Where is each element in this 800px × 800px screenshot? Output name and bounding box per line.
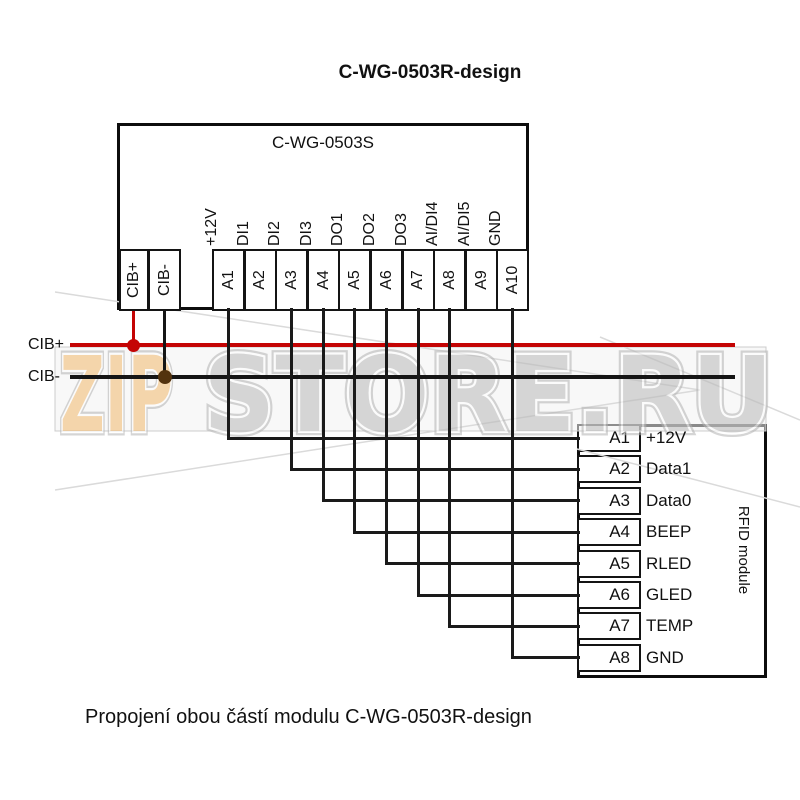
cib-minus-label: CIB- <box>28 368 60 385</box>
cib-minus-junction-dot <box>157 369 172 384</box>
main-terminal-label: A8 <box>440 270 458 290</box>
rfid-signal-label-data0: Data0 <box>646 490 692 510</box>
main-terminal-label: A4 <box>314 270 332 290</box>
rfid-module-name: RFID module <box>735 505 752 595</box>
main-pin-label-di3: DI3 <box>297 221 315 246</box>
main-terminal-label: A9 <box>472 270 490 290</box>
rfid-terminal-a8: A8 <box>577 643 641 672</box>
cib-plus-bus-line <box>70 343 735 347</box>
main-terminal-label: CIB+ <box>125 261 143 299</box>
watermark-zip: ZIP <box>60 334 173 456</box>
main-terminal-a5: A5 <box>338 249 372 311</box>
main-pin-label-do1: DO1 <box>329 213 347 246</box>
main-pin-label-+12v: +12V <box>203 208 220 246</box>
watermark-zip-outline: ZIP <box>60 334 173 456</box>
wire-a3-to-a2-vertical <box>290 308 294 471</box>
wire-a1-to-a1-horizontal <box>227 436 580 440</box>
wire-a6-to-a5-horizontal <box>385 562 580 566</box>
cib-plus-junction-dot <box>126 338 140 352</box>
main-terminal-label: A2 <box>251 270 269 290</box>
main-terminal-cib+: CIB+ <box>119 249 149 311</box>
main-terminal-a8: A8 <box>433 249 467 311</box>
cib-plus-label: CIB+ <box>28 336 65 353</box>
wire-a7-to-a6-horizontal <box>416 593 580 597</box>
rfid-terminal-a6: A6 <box>577 581 641 609</box>
main-terminal-a3: A3 <box>275 249 309 311</box>
wire-a5-to-a4-horizontal <box>353 530 580 534</box>
main-pin-label-do3: DO3 <box>392 213 410 246</box>
wire-a1-to-a1-vertical <box>227 308 230 440</box>
main-terminal-label: A10 <box>503 265 521 295</box>
rfid-signal-label-beep: BEEP <box>646 522 692 542</box>
main-terminal-label: CIB- <box>155 264 173 296</box>
rfid-terminal-a3: A3 <box>577 486 641 515</box>
wire-a7-to-a6-vertical <box>416 308 420 597</box>
main-terminal-a1: A1 <box>212 249 245 311</box>
main-pin-label-di2: DI2 <box>266 221 284 246</box>
main-pin-label-ai-di4: AI/DI4 <box>424 201 442 246</box>
main-terminal-a7: A7 <box>401 249 435 311</box>
page-title: C-WG-0503R-design <box>338 62 522 83</box>
rfid-signal-label-+12v: +12V <box>646 428 687 447</box>
wire-a10-to-a8-horizontal <box>511 656 580 660</box>
rfid-terminal-a2: A2 <box>577 455 641 484</box>
main-pin-label-do2: DO2 <box>361 213 378 246</box>
rfid-signal-label-gnd: GND <box>646 647 684 667</box>
main-terminal-label: A5 <box>345 270 363 290</box>
main-pin-label-ai-di5: AI/DI5 <box>455 201 473 246</box>
rfid-terminal-a5: A5 <box>577 549 641 578</box>
main-terminal-label: A1 <box>219 270 237 290</box>
wire-a4-to-a3-vertical <box>321 308 325 503</box>
main-terminal-a10: A10 <box>496 249 530 311</box>
rfid-signal-label-temp: TEMP <box>646 616 694 636</box>
main-terminal-a4: A4 <box>306 249 340 311</box>
cib-minus-wire-stub <box>162 308 167 379</box>
main-terminal-a2: A2 <box>243 249 277 311</box>
main-terminal-cib-: CIB- <box>148 249 181 311</box>
wire-a8-to-a7-vertical <box>448 308 452 628</box>
rfid-signal-label-data1: Data1 <box>646 459 692 479</box>
rfid-terminal-a4: A4 <box>577 518 641 547</box>
main-module-name: C-WG-0503S <box>271 133 375 152</box>
main-terminal-label: A3 <box>282 270 300 290</box>
rfid-signal-label-gled: GLED <box>646 585 693 604</box>
main-terminal-label: A7 <box>409 270 427 290</box>
rfid-terminal-a7: A7 <box>577 612 641 641</box>
main-terminal-a6: A6 <box>370 249 403 311</box>
wire-a10-to-a8-vertical <box>511 308 515 660</box>
wire-a3-to-a2-horizontal <box>290 467 580 471</box>
rfid-signal-label-rled: RLED <box>646 553 692 573</box>
wire-a6-to-a5-vertical <box>385 308 388 566</box>
main-terminal-a9: A9 <box>464 249 498 311</box>
main-terminal-label: A6 <box>377 270 395 290</box>
wire-a5-to-a4-vertical <box>353 308 357 534</box>
diagram-caption: Propojení obou částí modulu C-WG-0503R-d… <box>85 706 532 728</box>
main-pin-label-di1: DI1 <box>234 221 252 246</box>
watermark-band <box>54 346 767 432</box>
rfid-terminal-a1: A1 <box>577 424 641 452</box>
main-pin-label-gnd: GND <box>487 210 505 246</box>
